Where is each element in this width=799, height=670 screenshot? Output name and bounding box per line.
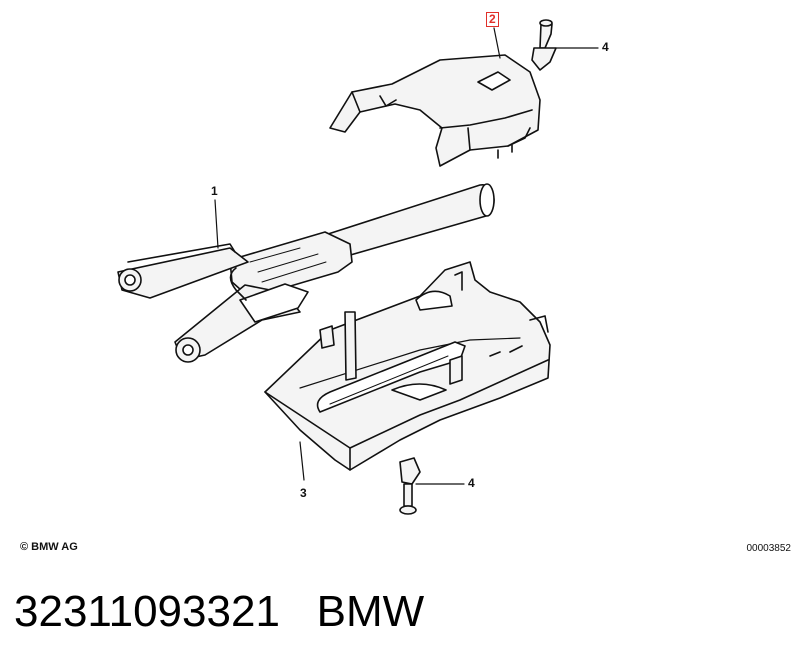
copyright-notice: © BMW AG: [20, 541, 78, 553]
callout-3: 3: [300, 486, 307, 500]
parts-diagram: [117, 19, 599, 515]
part-number: 32311093321: [14, 587, 280, 636]
brand-name: BMW: [316, 587, 425, 636]
leader-lines: [214, 27, 599, 485]
clip-bottom: [399, 457, 421, 515]
clip-top: [531, 19, 557, 71]
drawing-number: 00003852: [746, 543, 792, 554]
callout-2[interactable]: 2: [486, 12, 499, 27]
part-caption: 32311093321 BMW: [14, 587, 424, 637]
steering-column: [117, 183, 495, 363]
callout-4-bottom: 4: [468, 476, 475, 490]
callout-1: 1: [211, 184, 218, 198]
upper-trim-cover: [329, 54, 541, 167]
callout-4-top: 4: [602, 40, 609, 54]
lower-trim-cover: [264, 261, 551, 471]
